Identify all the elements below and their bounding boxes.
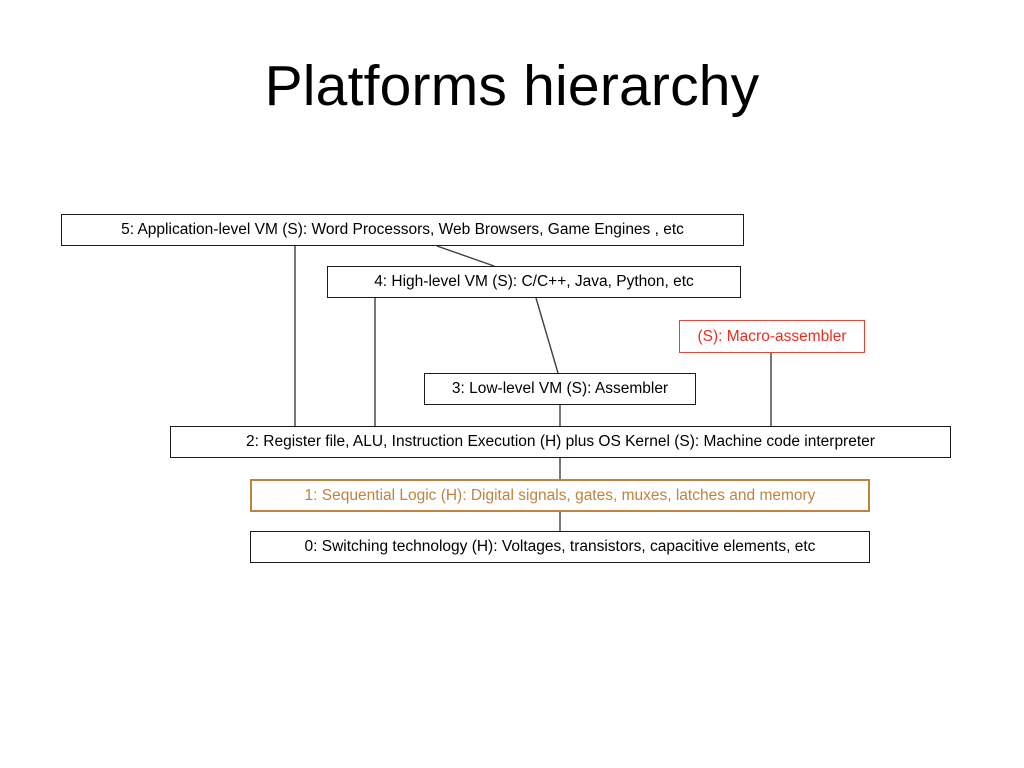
node-label-level-5: 5: Application-level VM (S): Word Proces… (121, 221, 684, 239)
node-level-2[interactable]: 2: Register file, ALU, Instruction Execu… (170, 426, 951, 458)
connector-c-4-to-3 (535, 297, 559, 374)
node-level-0[interactable]: 0: Switching technology (H): Voltages, t… (250, 531, 870, 563)
node-label-level-0: 0: Switching technology (H): Voltages, t… (304, 538, 816, 556)
node-label-level-3: 3: Low-level VM (S): Assembler (451, 380, 669, 398)
node-label-macro-assembler: (S): Macro-assembler (697, 327, 847, 345)
node-level-4[interactable]: 4: High-level VM (S): C/C++, Java, Pytho… (327, 266, 741, 298)
page-title: Platforms hierarchy (264, 54, 760, 118)
node-label-level-4: 4: High-level VM (S): C/C++, Java, Pytho… (374, 273, 694, 291)
connector-c-5-to-4 (436, 245, 495, 267)
node-label-level-2: 2: Register file, ALU, Instruction Execu… (246, 433, 875, 451)
node-level-3[interactable]: 3: Low-level VM (S): Assembler (424, 373, 696, 405)
node-label-level-1: 1: Sequential Logic (H): Digital signals… (304, 486, 816, 504)
node-level-5[interactable]: 5: Application-level VM (S): Word Proces… (61, 214, 744, 246)
node-macro-assembler[interactable]: (S): Macro-assembler (679, 320, 865, 353)
node-level-1[interactable]: 1: Sequential Logic (H): Digital signals… (250, 479, 870, 512)
